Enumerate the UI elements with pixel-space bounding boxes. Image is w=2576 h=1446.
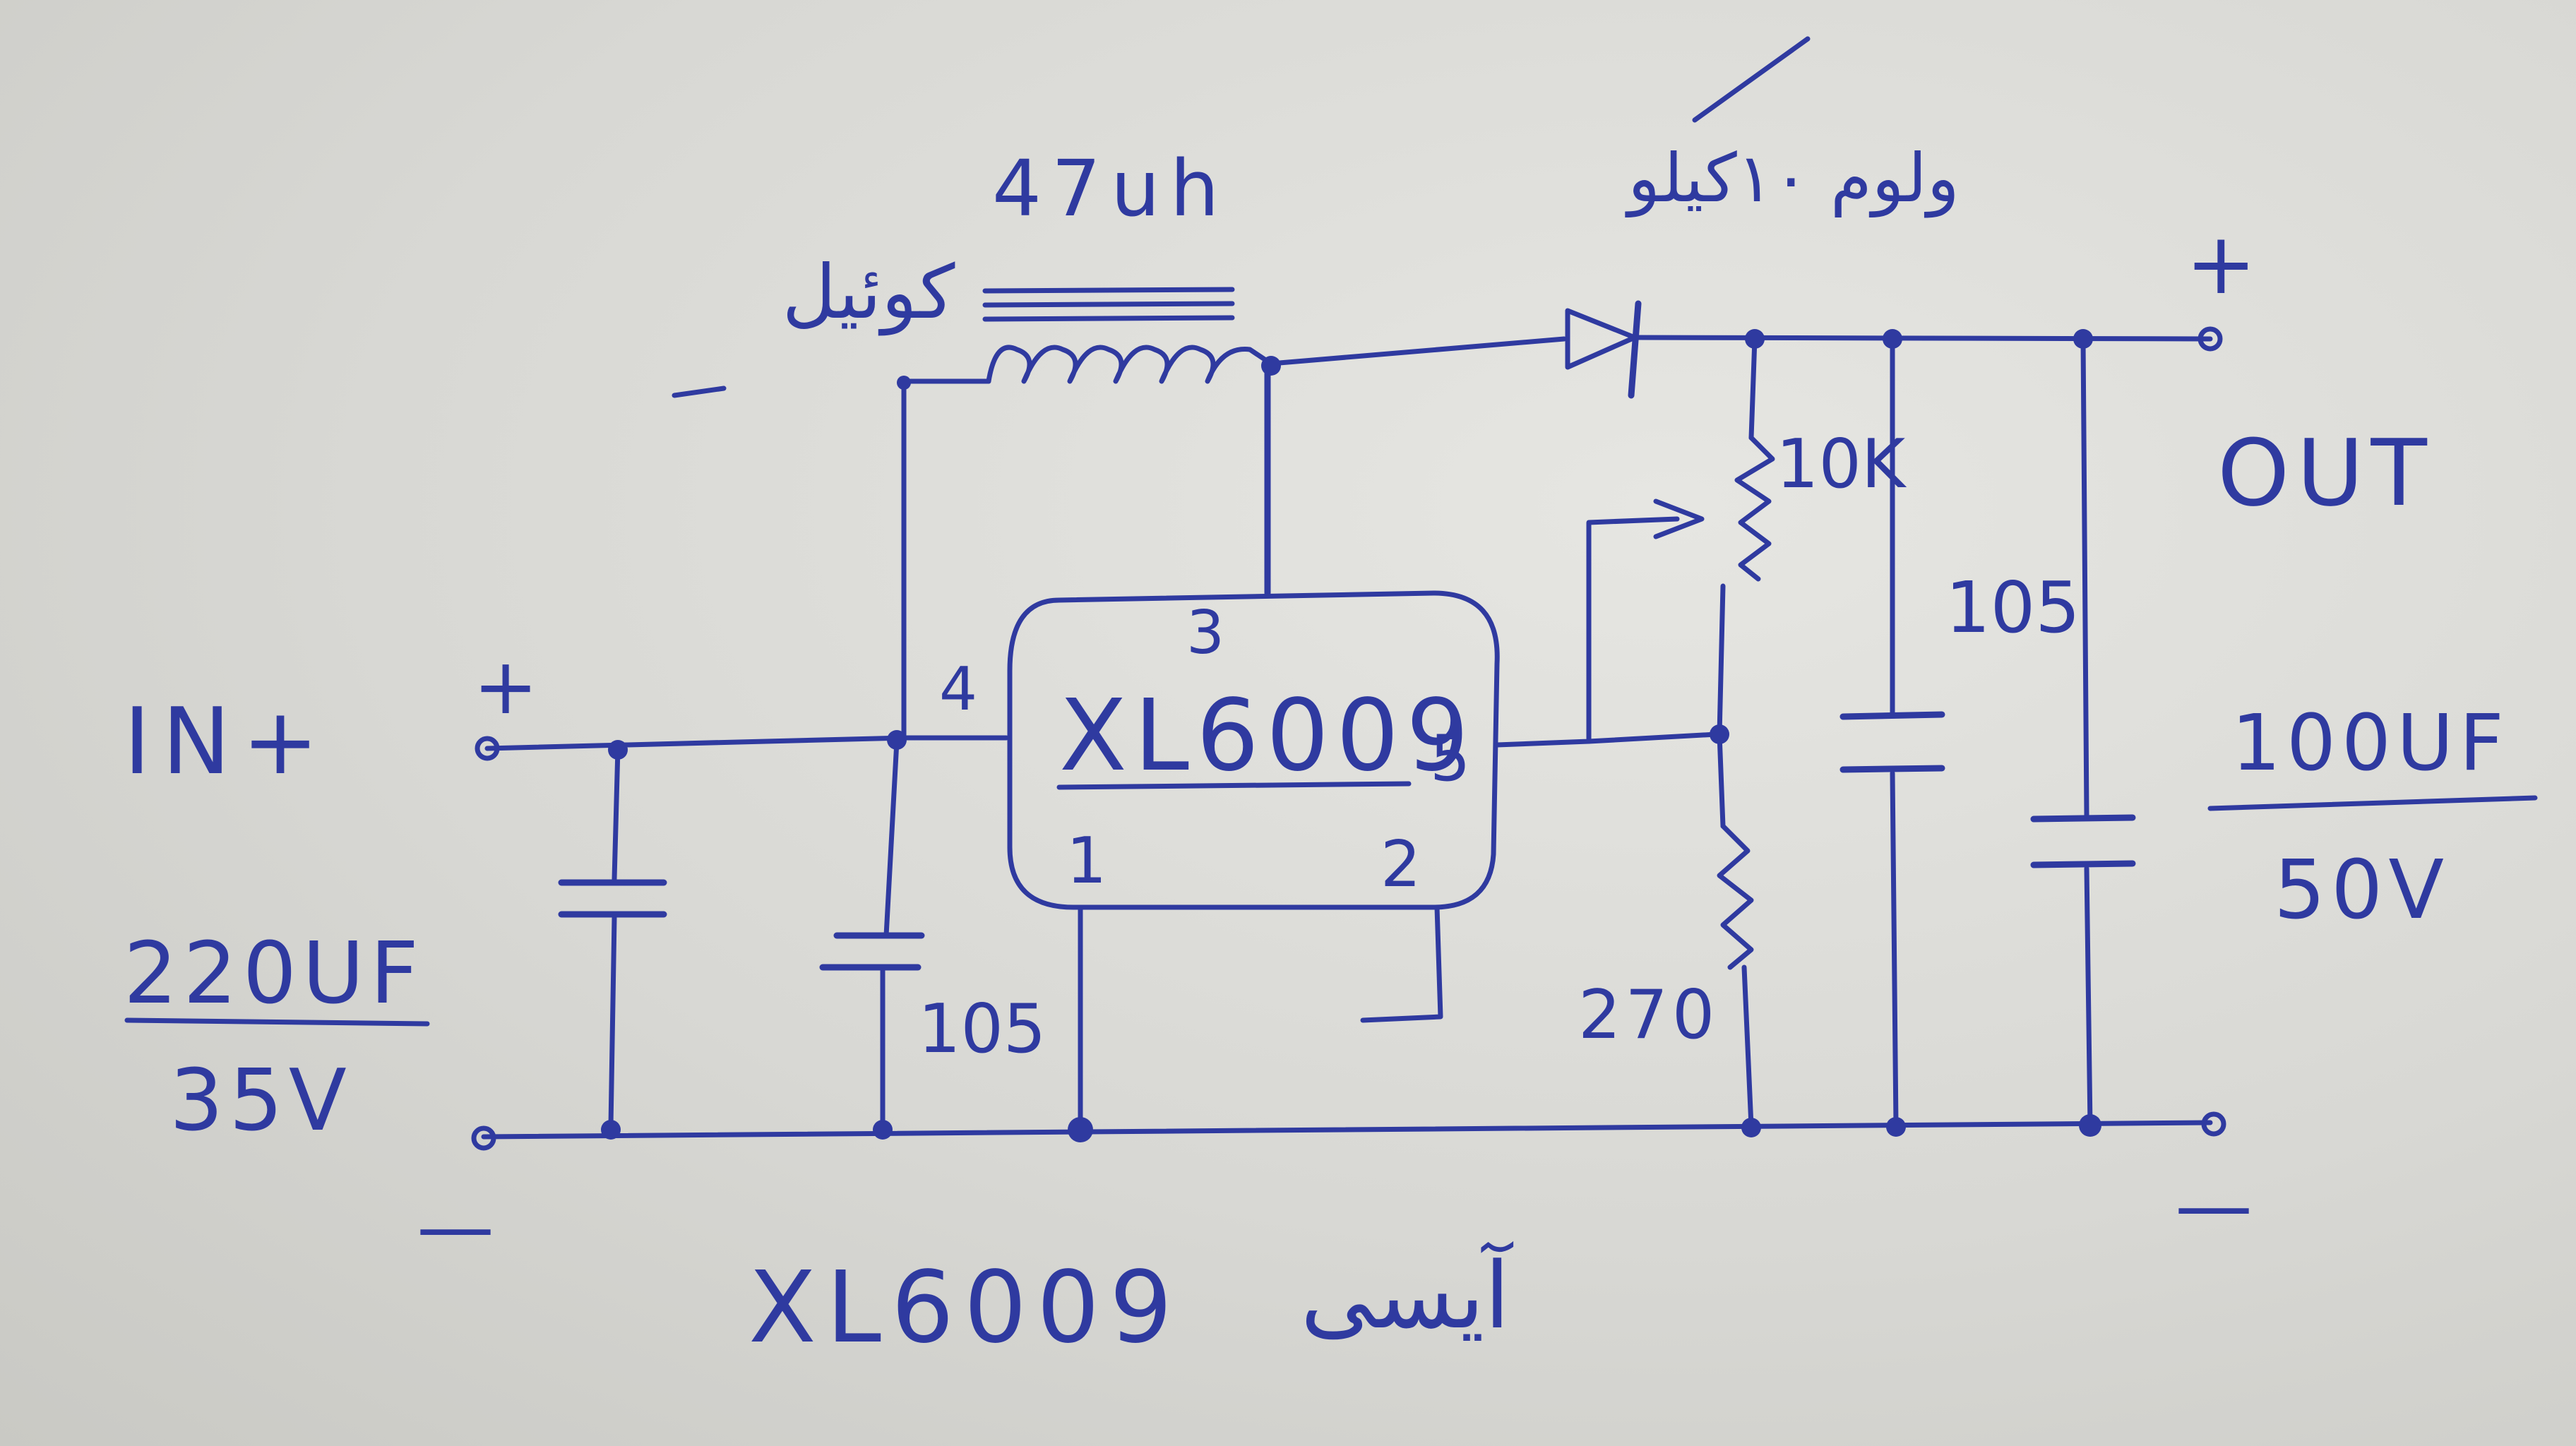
input-cap-fraction-bar bbox=[124, 1017, 430, 1027]
input-plus-sign: + bbox=[473, 641, 538, 731]
resistor-10k-label: 10K bbox=[1776, 426, 1907, 503]
wire-input-cap-bottom bbox=[608, 915, 617, 1129]
junction-dot bbox=[1886, 1117, 1906, 1137]
inductor-core-line-1 bbox=[982, 287, 1235, 294]
inductor-name-underline bbox=[672, 386, 727, 398]
wire-ic-cap-top bbox=[883, 739, 900, 938]
diode-bar bbox=[1628, 300, 1642, 399]
resistor-270-label: 270 bbox=[1578, 976, 1719, 1054]
wire-270-bottom bbox=[1741, 964, 1754, 1129]
junction-dot bbox=[2073, 329, 2093, 349]
input-minus-sign: — bbox=[417, 1181, 494, 1272]
resistor-10k bbox=[1734, 435, 1775, 582]
junction-dot bbox=[887, 730, 907, 750]
ic-pin5-label: 5 bbox=[1430, 722, 1470, 796]
input-positive-terminal bbox=[475, 736, 500, 761]
output-minus-sign: — bbox=[2175, 1160, 2253, 1250]
wire-pin2-stub bbox=[1360, 904, 1443, 1023]
ic-body bbox=[1007, 590, 1500, 910]
wire-pin5-feedback bbox=[1494, 516, 1680, 748]
diode-name-label: ولوم ۱۰کیلو bbox=[1625, 140, 1959, 218]
wire-inductor-to-diode bbox=[1268, 336, 1567, 366]
diode-name-accent bbox=[1692, 36, 1811, 123]
out-cap-big-voltage-label: 50V bbox=[2274, 843, 2450, 938]
input-cap-value-label: 220UF bbox=[124, 925, 424, 1023]
input-negative-terminal bbox=[471, 1125, 496, 1151]
wire-feedback-to-divider bbox=[1586, 731, 1719, 744]
footer-part-label: XL6009 bbox=[749, 1250, 1182, 1366]
output-positive-terminal bbox=[2198, 326, 2223, 352]
junction-dot bbox=[1883, 329, 1902, 349]
input-cap-voltage-label: 35V bbox=[169, 1052, 352, 1150]
footer-word-label: آیسی bbox=[1301, 1241, 1514, 1349]
out-cap-small-plate-bottom bbox=[1839, 765, 1945, 773]
out-cap-big-plate-bottom bbox=[2030, 860, 2136, 868]
ic-pin1-label: 1 bbox=[1066, 824, 1107, 898]
out-cap-big-plate-top bbox=[2030, 814, 2136, 823]
ic-pin4-label: 4 bbox=[939, 655, 977, 724]
out-cap-small-plate-top bbox=[1839, 711, 1945, 720]
junction-dot bbox=[873, 1120, 893, 1140]
wire-out-cap-big-bottom bbox=[2084, 866, 2093, 1129]
junction-dot bbox=[608, 740, 628, 760]
output-label: OUT bbox=[2217, 419, 2434, 527]
output-negative-terminal bbox=[2201, 1111, 2226, 1137]
resistor-270 bbox=[1717, 823, 1754, 970]
junction-dot bbox=[2079, 1114, 2101, 1137]
input-label: IN+ bbox=[124, 688, 330, 795]
junction-dot bbox=[1068, 1117, 1093, 1142]
junction-dot bbox=[1745, 329, 1765, 349]
inductor-name-label: کوئیل bbox=[782, 249, 955, 336]
diode-symbol bbox=[1565, 308, 1638, 370]
ic-pin3-label: 3 bbox=[1186, 598, 1224, 668]
wire-input-positive bbox=[484, 735, 907, 751]
out-cap-big-value-label: 100UF bbox=[2231, 698, 2510, 788]
junction-dot bbox=[1741, 1118, 1761, 1137]
ic-pin2-label: 2 bbox=[1381, 827, 1421, 902]
junction-dot bbox=[1261, 356, 1281, 376]
junction-dot bbox=[897, 376, 911, 390]
junction-dot bbox=[601, 1120, 621, 1140]
output-plus-sign: + bbox=[2186, 215, 2257, 313]
out-cap-small-value-label: 105 bbox=[1945, 566, 2080, 649]
wire-270-top bbox=[1717, 731, 1726, 829]
junction-dot bbox=[1710, 724, 1729, 744]
wire-10k-bottom bbox=[1717, 583, 1726, 737]
wire-out-cap-small-bottom bbox=[1890, 770, 1899, 1129]
wire-10k-top bbox=[1748, 336, 1758, 441]
inductor-core-line-3 bbox=[982, 315, 1235, 322]
wire-output-positive-rail bbox=[1635, 335, 2213, 342]
inductor-value-label: 47uh bbox=[992, 143, 1229, 234]
inductor-coil bbox=[986, 345, 1274, 384]
pot-wiper-arrow bbox=[1653, 498, 1705, 539]
wire-out-cap-big-top bbox=[2080, 336, 2089, 818]
wire-ground-rail bbox=[481, 1120, 2213, 1140]
inductor-core-line-2 bbox=[982, 301, 1235, 308]
wire-input-cap-top bbox=[612, 746, 621, 882]
ic-cap-value-label: 105 bbox=[918, 991, 1046, 1068]
ic-label-underline bbox=[1056, 781, 1412, 790]
ic-part-label: XL6009 bbox=[1059, 679, 1476, 794]
output-cap-fraction-bar bbox=[2207, 795, 2538, 811]
